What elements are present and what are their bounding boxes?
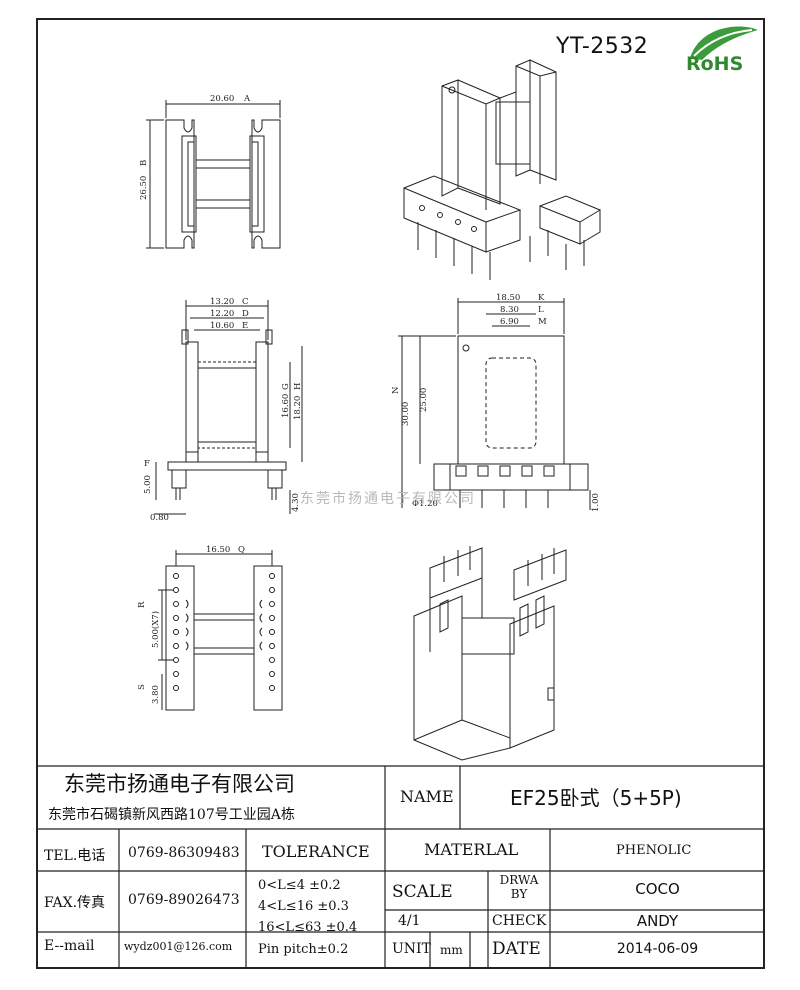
dim-front-h1-ref: G (281, 383, 291, 390)
side-view (398, 298, 591, 510)
scale-label: SCALE (392, 882, 453, 902)
material-value: PHENOLIC (616, 843, 692, 858)
dimension-labels: 20.60 A 26.50 B 13.20 C 12.20 D 10.60 E … (137, 94, 601, 704)
fax-label: FAX.传真 (44, 895, 106, 911)
dim-front-pin-len: 4.30 (291, 493, 301, 512)
material-label: MATERLAL (424, 840, 519, 859)
email-label: E--mail (44, 938, 95, 954)
dim-front-h2: 18.20 (293, 396, 303, 420)
rohs-label: RoHS (686, 53, 744, 75)
drawn-by-label-1: DRWA (499, 873, 539, 887)
email-value: wydz001@126.com (124, 940, 233, 953)
dim-bottom-end: 3.80 (151, 685, 161, 704)
dim-bottom-width: 16.50 (206, 545, 230, 555)
model-number: YT-2532 (556, 34, 649, 59)
drawn-by-label-2: BY (510, 887, 528, 901)
dim-top-height: 26.50 (139, 176, 149, 200)
bottom-view (158, 550, 283, 711)
dim-bottom-pitch: 5.00(X7) (150, 611, 161, 648)
dim-side-h2: 25.00 (419, 388, 429, 412)
name-value: EF25卧式（5+5P) (510, 786, 682, 810)
title-block-grid (36, 765, 765, 969)
dim-front-h2-ref: H (293, 383, 303, 390)
dim-front-w3-ref: E (242, 321, 248, 331)
dim-front-pin-offset: 5.00 (143, 475, 153, 494)
tolerance-label: TOLERANCE (262, 842, 370, 861)
dim-front-pin-width: 0.80 (150, 513, 169, 523)
dim-side-w3-ref: M (538, 317, 547, 327)
drawing-frame (36, 18, 765, 969)
dim-top-height-ref: B (139, 160, 149, 166)
dim-top-width-ref: A (243, 94, 251, 104)
dim-side-w2-ref: L (538, 305, 544, 315)
watermark-text: 东莞市扬通电子有限公司 (300, 491, 476, 507)
dim-front-w1: 13.20 (210, 297, 234, 307)
dim-side-w2: 8.30 (500, 305, 519, 315)
unit-value: mm (440, 943, 463, 957)
tolerance-row-4: Pin pitch±0.2 (258, 942, 349, 957)
dim-side-w1: 18.50 (496, 293, 520, 303)
tel-label: TEL.电话 (44, 848, 106, 864)
dim-side-pin-len: 1.00 (591, 493, 601, 512)
top-view (146, 100, 281, 249)
tel-value: 0769-86309483 (128, 845, 240, 861)
front-view (154, 300, 303, 515)
dim-front-w2: 12.20 (210, 309, 234, 319)
dim-side-h1: 30.00 (401, 402, 411, 426)
drawn-by-value: COCO (635, 880, 680, 898)
check-label: CHECK (492, 913, 547, 929)
dim-bottom-pitch-ref: R (137, 601, 147, 608)
isometric-view-2 (413, 546, 567, 761)
dim-front-w1-ref: C (242, 297, 249, 307)
fax-value: 0769-89026473 (128, 892, 240, 908)
tolerance-row-2: 4<L≤16 ±0.3 (258, 899, 349, 914)
name-label: NAME (400, 787, 454, 806)
dim-side-w3: 6.90 (500, 317, 519, 327)
drawn-by-label: DRWA BY (488, 873, 550, 901)
tolerance-row-1: 0<L≤4 ±0.2 (258, 878, 341, 893)
company-address: 东莞市石碣镇新风西路107号工业园A栋 (48, 807, 295, 823)
dim-side-w1-ref: K (538, 293, 545, 303)
dim-top-width: 20.60 (210, 94, 234, 104)
tolerance-row-3: 16<L≤63 ±0.4 (258, 920, 358, 935)
dim-bottom-width-ref: Q (238, 545, 245, 555)
dim-front-w3: 10.60 (210, 321, 234, 331)
date-value: 2014-06-09 (616, 941, 699, 957)
dim-front-h1: 16.60 (281, 394, 291, 418)
dim-bottom-end-ref: S (137, 684, 147, 690)
isometric-view-1 (403, 59, 602, 280)
rohs-leaf-icon (690, 26, 758, 60)
dim-front-w2-ref: D (242, 309, 249, 319)
check-value: ANDY (636, 912, 679, 930)
unit-label: UNIT (392, 941, 431, 957)
date-label: DATE (492, 939, 541, 959)
dim-front-pin-offset-ref: F (144, 459, 150, 469)
dim-side-pin-dia: Φ1.20 (412, 499, 438, 509)
scale-value: 4/1 (398, 913, 421, 929)
dim-side-h1-ref: N (391, 386, 401, 394)
company-name: 东莞市扬通电子有限公司 (64, 772, 295, 796)
